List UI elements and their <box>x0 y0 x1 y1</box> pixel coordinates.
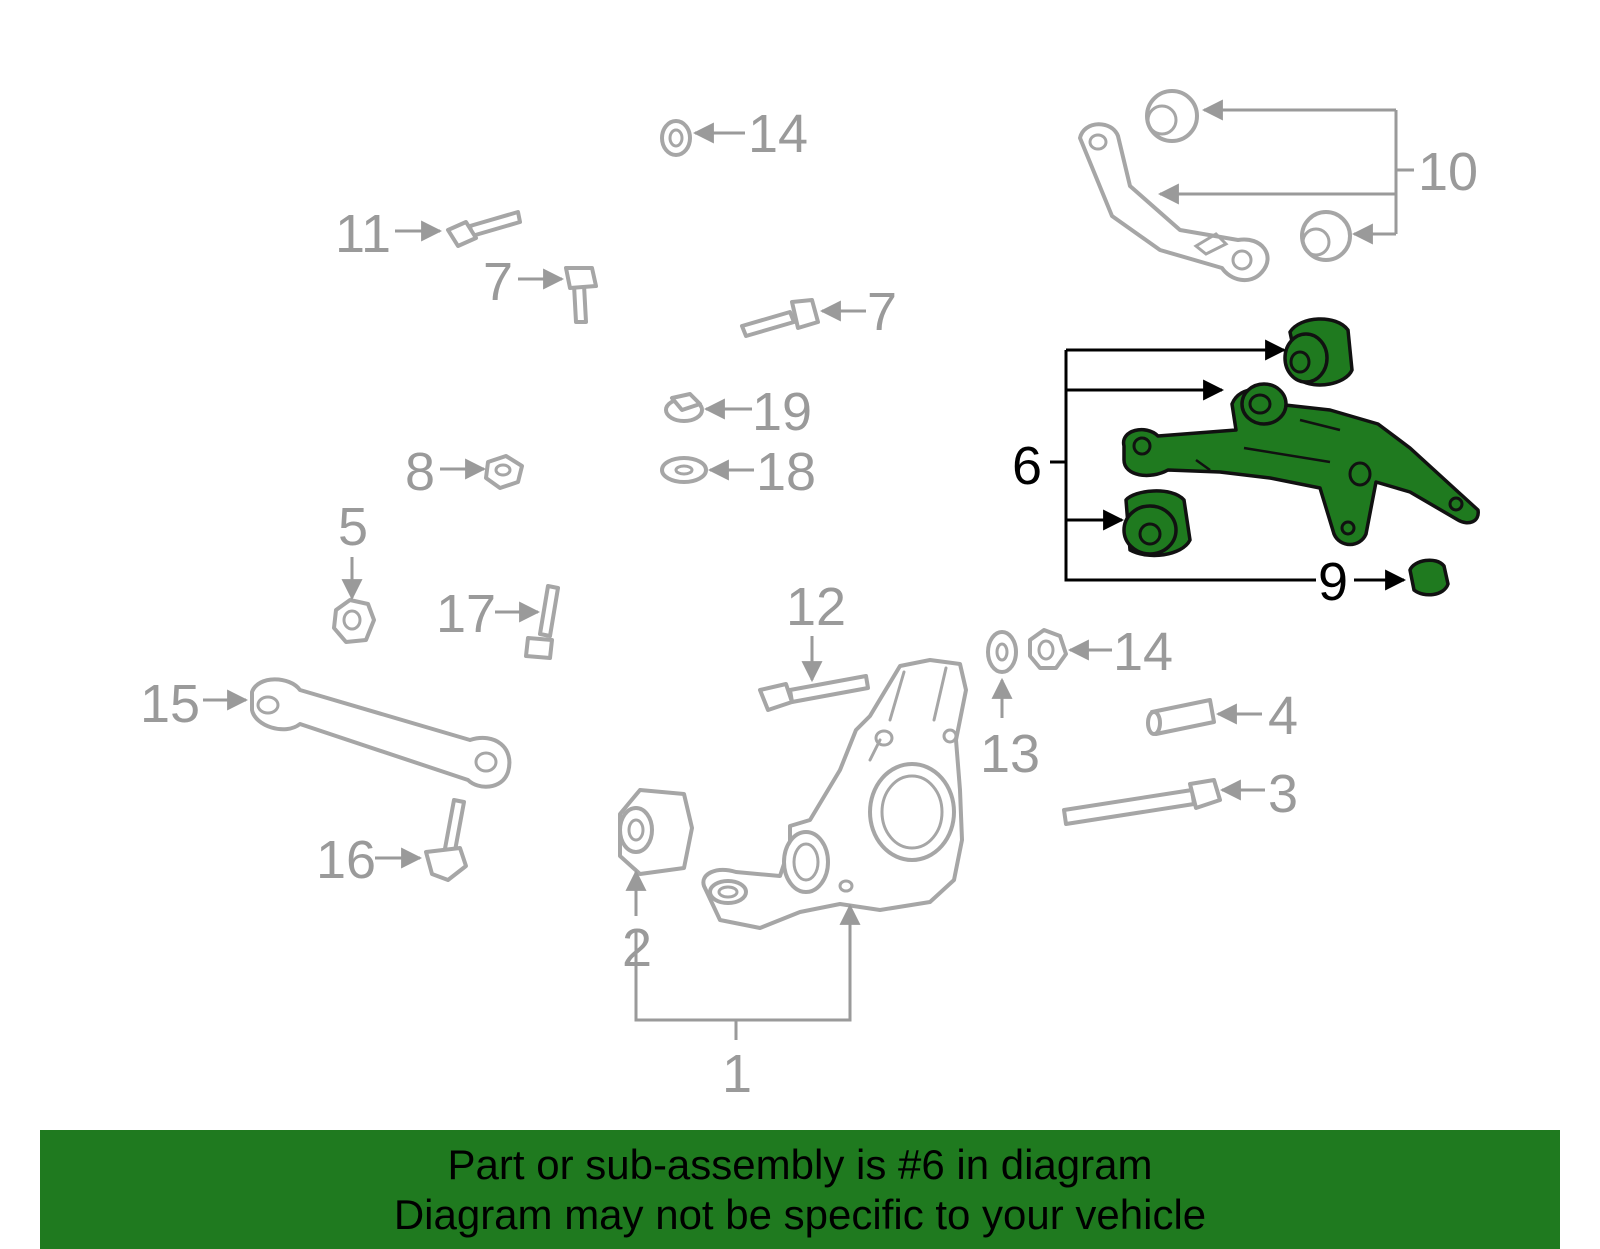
sleeve-4 <box>1146 698 1262 736</box>
callout-1: 1 <box>722 1044 752 1104</box>
callout-3: 3 <box>1268 764 1298 824</box>
callout-14-top: 14 <box>748 104 808 164</box>
callout-18: 18 <box>756 442 816 502</box>
bracket-1 <box>634 903 861 1040</box>
callout-12: 12 <box>786 577 846 637</box>
callout-9: 9 <box>1318 552 1348 612</box>
info-banner: Part or sub-assembly is #6 in diagram Di… <box>40 1130 1560 1249</box>
bracket-10 <box>1157 99 1414 245</box>
banner-line-1: Part or sub-assembly is #6 in diagram <box>447 1141 1153 1188</box>
bolt-17 <box>495 584 560 660</box>
callout-16: 16 <box>316 830 376 890</box>
bolt-11 <box>395 210 522 248</box>
bushing-2 <box>618 788 694 916</box>
callout-7-left: 7 <box>483 252 513 312</box>
callout-17: 17 <box>436 584 496 644</box>
bolt-16 <box>375 798 468 882</box>
callout-10: 10 <box>1418 142 1478 202</box>
nut-5 <box>332 557 376 644</box>
callout-4: 4 <box>1268 686 1298 746</box>
bolt-3 <box>1062 778 1265 826</box>
callout-15: 15 <box>140 674 200 734</box>
upper-arm-10 <box>1078 89 1352 283</box>
bolt-7-left <box>518 266 598 324</box>
callout-5: 5 <box>338 497 368 557</box>
callout-14-right: 14 <box>1113 622 1173 682</box>
bracket-6 <box>1050 339 1407 591</box>
nut-14-right <box>1028 628 1112 670</box>
nut-8 <box>440 454 524 490</box>
lower-arm-6-highlighted <box>1122 317 1480 558</box>
plug-9-highlighted <box>1408 558 1450 597</box>
callout-13: 13 <box>980 724 1040 784</box>
washer-18 <box>660 456 754 484</box>
nut-19 <box>664 392 752 423</box>
bolt-7-right <box>740 298 866 338</box>
callout-7-right: 7 <box>867 282 897 342</box>
callout-6: 6 <box>1012 436 1042 496</box>
callout-19: 19 <box>752 382 812 442</box>
washer-13 <box>986 630 1018 718</box>
callout-8: 8 <box>405 442 435 502</box>
bolt-12 <box>758 636 870 712</box>
banner-line-2: Diagram may not be specific to your vehi… <box>393 1191 1207 1238</box>
knuckle-1 <box>701 658 968 930</box>
callout-11: 11 <box>335 204 391 264</box>
nut-14-top <box>660 119 745 157</box>
link-15 <box>203 677 512 789</box>
